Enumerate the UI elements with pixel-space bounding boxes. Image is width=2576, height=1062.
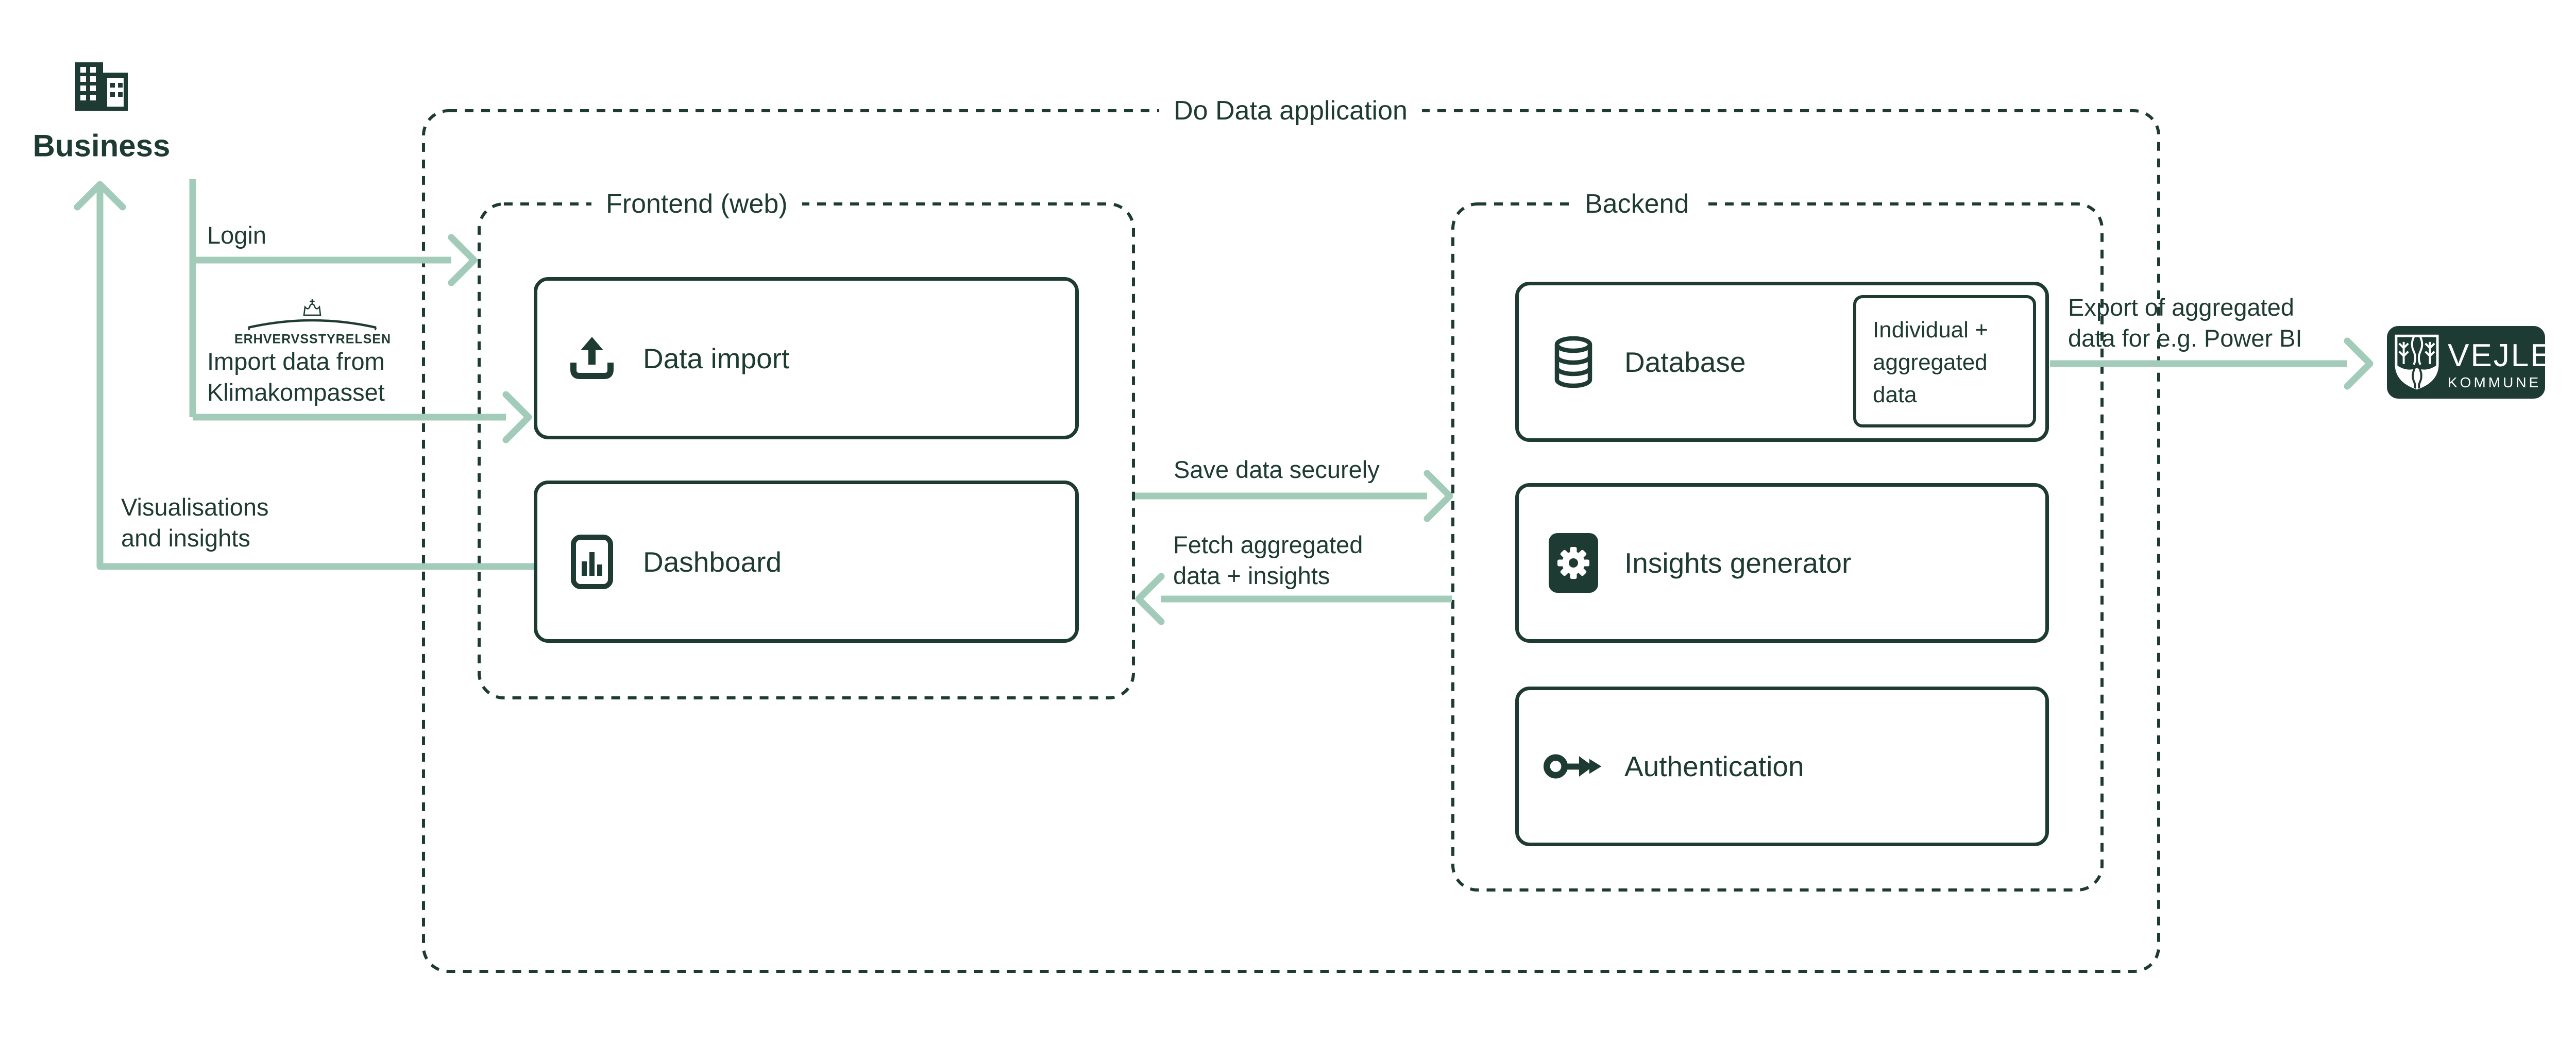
visualisations-arrow-label-line1: Visualisations bbox=[121, 493, 269, 521]
erhvervsstyrelsen-crown-icon bbox=[247, 299, 377, 331]
do-data-application-title: Do Data application bbox=[1159, 97, 1422, 124]
login-arrowhead bbox=[448, 234, 478, 286]
import-arrow-label-line1: Import data from bbox=[207, 348, 385, 375]
individual-aggregated-data-note: Individual + aggregated data bbox=[1853, 295, 2036, 427]
business-label: Business bbox=[32, 128, 171, 163]
insights-generator-label: Insights generator bbox=[1624, 547, 1852, 579]
kommune-logo-text: KOMMUNE bbox=[2448, 374, 2541, 390]
database-icon bbox=[1544, 336, 1603, 388]
vejle-logo-text: VEJLE bbox=[2448, 338, 2553, 373]
import-arrow-label-line2: Klimakompasset bbox=[207, 379, 385, 406]
authentication-label: Authentication bbox=[1624, 750, 1804, 782]
gear-icon bbox=[1544, 533, 1603, 593]
visualisations-arrow-label-line2: and insights bbox=[121, 524, 250, 552]
import-arrowhead bbox=[502, 391, 532, 443]
authentication-node: Authentication bbox=[1515, 687, 2049, 846]
backend-boundary bbox=[1451, 202, 2104, 892]
fetch-arrow-label: Fetch aggregated data + insights bbox=[1173, 529, 1363, 591]
building-icon bbox=[75, 62, 128, 111]
frontend-boundary bbox=[478, 202, 1135, 699]
data-import-node: Data import bbox=[534, 277, 1079, 439]
backend-label: Backend bbox=[1570, 191, 1704, 217]
key-icon bbox=[1544, 745, 1603, 787]
note-line2: aggregated bbox=[1873, 350, 1988, 375]
import-arrow-label: Import data from Klimakompasset bbox=[207, 346, 385, 408]
visualisations-arrowhead bbox=[74, 181, 126, 211]
fetch-arrow-label-line1: Fetch aggregated bbox=[1173, 531, 1363, 558]
dashboard-label: Dashboard bbox=[643, 545, 782, 578]
insights-generator-node: Insights generator bbox=[1515, 483, 2049, 643]
save-arrow-label: Save data securely bbox=[1174, 456, 1380, 483]
fetch-arrowhead bbox=[1135, 573, 1165, 625]
vejle-kommune-logo: VEJLE KOMMUNE bbox=[2387, 326, 2552, 399]
bar-chart-icon bbox=[562, 534, 622, 589]
login-arrow-label: Login bbox=[207, 221, 266, 249]
export-arrow-label-line2: data for e.g. Power BI bbox=[2068, 324, 2302, 352]
upload-icon bbox=[562, 334, 622, 383]
export-arrow-label: Export of aggregated data for e.g. Power… bbox=[2068, 292, 2302, 354]
visualisations-arrow-line bbox=[96, 184, 534, 570]
database-label: Database bbox=[1624, 346, 1746, 378]
visualisations-arrow-label: Visualisations and insights bbox=[121, 492, 269, 554]
export-arrow-label-line1: Export of aggregated bbox=[2068, 294, 2294, 321]
erhvervsstyrelsen-logo-text: ERHVERVSSTYRELSEN bbox=[234, 332, 392, 347]
vejle-shield-icon bbox=[2395, 334, 2439, 390]
dashboard-node: Dashboard bbox=[534, 481, 1079, 643]
save-arrowhead bbox=[1423, 470, 1453, 522]
note-line3: data bbox=[1873, 382, 1917, 407]
export-arrowhead bbox=[2344, 337, 2374, 390]
fetch-arrow-label-line2: data + insights bbox=[1173, 562, 1330, 589]
frontend-label: Frontend (web) bbox=[591, 191, 802, 217]
note-line1: Individual + bbox=[1873, 317, 1988, 342]
data-import-label: Data import bbox=[643, 342, 790, 374]
